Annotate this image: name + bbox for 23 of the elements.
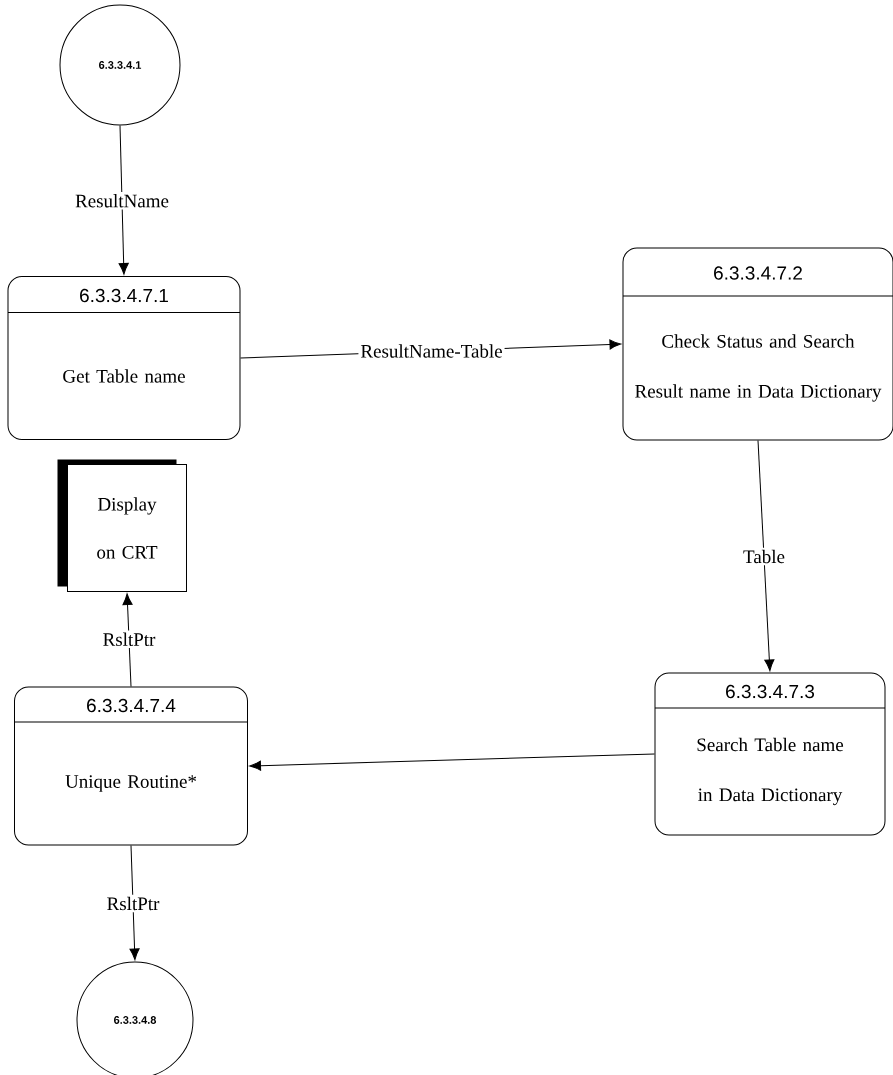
arrow bbox=[249, 753, 655, 771]
arrow bbox=[129, 845, 140, 961]
process-box bbox=[7, 276, 241, 440]
edge-label: ResultName bbox=[73, 192, 171, 210]
process-box bbox=[654, 672, 886, 836]
process-number: 6.3.3.4.7.2 bbox=[714, 266, 802, 280]
edge-label: RsltPtr bbox=[100, 630, 158, 648]
process-number: 6.3.3.4.7.1 bbox=[80, 288, 168, 303]
process-label: Get Table name bbox=[63, 369, 185, 383]
edge-label: RsltPtr bbox=[104, 894, 162, 913]
edge-label: Table bbox=[741, 547, 787, 566]
arrow bbox=[122, 593, 133, 687]
process-label: Check Status and Search Result name in Data Dictionary bbox=[635, 334, 882, 402]
process-box bbox=[14, 686, 248, 846]
process-label: Search Table name in Data Dictionary bbox=[697, 737, 844, 806]
arrow bbox=[118, 125, 129, 275]
arrow bbox=[757, 440, 775, 672]
process-number: 6.3.3.4.7.4 bbox=[87, 698, 176, 713]
process-label: Unique Routine* bbox=[65, 775, 197, 792]
process-box bbox=[622, 247, 893, 441]
edge-label: ResultName-Table bbox=[358, 342, 505, 360]
display-box: Display on CRT bbox=[57, 459, 187, 592]
process-number: 6.3.3.4.7.3 bbox=[726, 684, 815, 699]
